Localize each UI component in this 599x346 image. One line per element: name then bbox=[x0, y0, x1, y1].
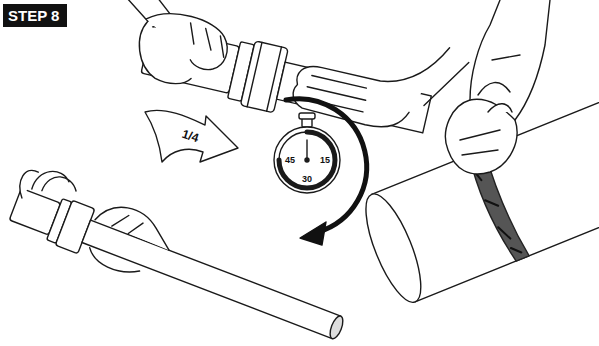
turn-arrow bbox=[286, 99, 367, 232]
pipe bbox=[82, 220, 341, 338]
step-heading-box: STEP 8 bbox=[3, 4, 67, 27]
dial-number: 45 bbox=[285, 156, 295, 165]
wiping-hand bbox=[470, 0, 550, 120]
top-assembly bbox=[76, 0, 475, 153]
stopwatch bbox=[274, 113, 340, 193]
left-hand bbox=[15, 161, 80, 216]
dial-number: 30 bbox=[302, 175, 312, 184]
right-hand bbox=[81, 198, 178, 286]
left-hand bbox=[132, 6, 233, 94]
quarter-turn-arrow bbox=[145, 110, 238, 162]
right-hand bbox=[290, 16, 450, 140]
turn-arrowhead bbox=[300, 222, 326, 245]
pipe-end bbox=[355, 188, 432, 309]
dial-number: 15 bbox=[320, 156, 330, 165]
bottom-assembly bbox=[3, 161, 357, 346]
pipe-end bbox=[328, 314, 346, 340]
wipe-assembly bbox=[355, 69, 599, 309]
step-heading: STEP 8 bbox=[8, 7, 62, 24]
